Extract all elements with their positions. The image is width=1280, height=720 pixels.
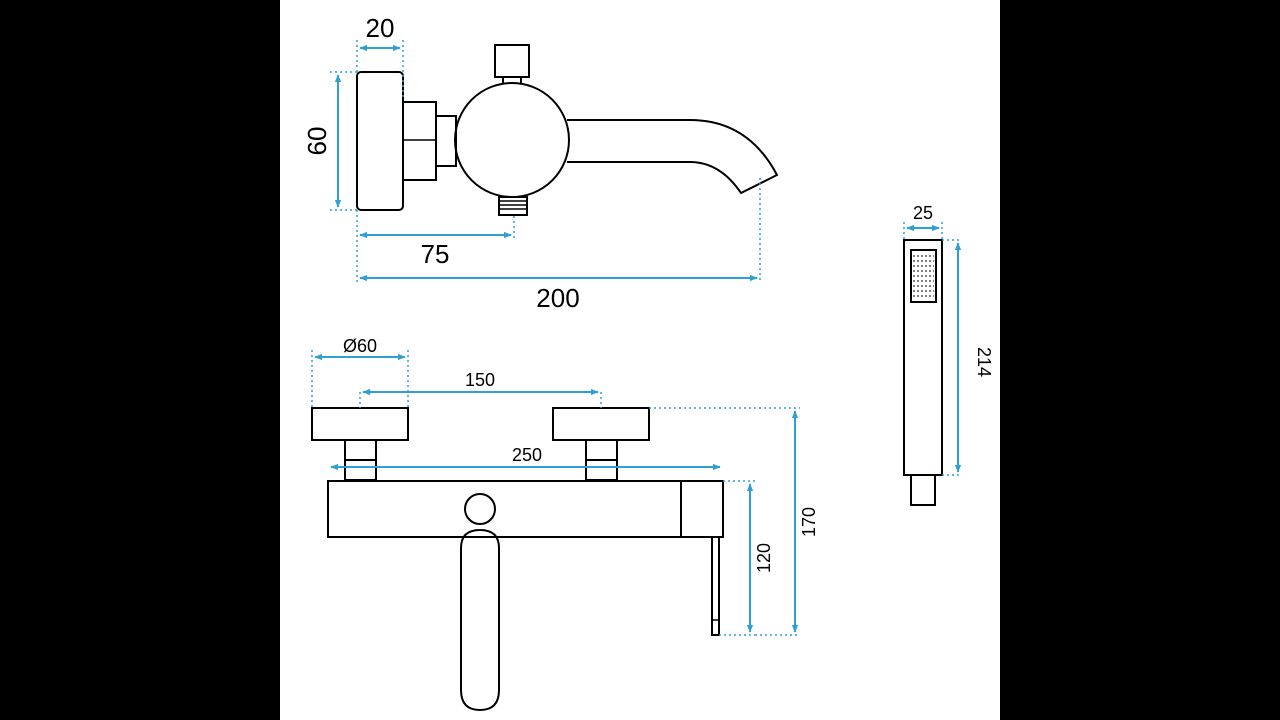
dim-label-body-length: 250 xyxy=(512,445,542,465)
dim-label-body-height: 120 xyxy=(754,543,774,573)
diverter-lever-tip xyxy=(711,619,720,636)
body-neck xyxy=(435,115,457,167)
front-view: Ø60 150 250 120 170 xyxy=(311,336,819,712)
dim-label-depth: 20 xyxy=(366,13,395,43)
right-knob xyxy=(552,407,650,441)
right-knob-stem-bottom xyxy=(585,459,618,481)
left-knob xyxy=(311,407,409,441)
spout xyxy=(567,119,779,195)
dim-label-shower-width: 25 xyxy=(913,203,933,223)
dim-label-knob-spacing: 150 xyxy=(465,370,495,390)
right-black-bar xyxy=(1000,0,1280,720)
front-outlet xyxy=(464,493,496,525)
top-cap xyxy=(494,44,530,78)
technical-drawing: 20 60 75 200 Ø60 xyxy=(302,13,994,712)
technical-drawing-canvas: 20 60 75 200 Ø60 xyxy=(280,0,1000,720)
dim-label-total-height: 170 xyxy=(799,507,819,537)
left-knob-stem-bottom xyxy=(344,459,377,481)
wall-plate xyxy=(356,71,404,211)
dim-label-knob-diameter: Ø60 xyxy=(343,336,377,356)
dim-label-shower-length: 214 xyxy=(974,347,994,377)
bottom-outlet-thread xyxy=(498,196,528,216)
dim-label-height: 60 xyxy=(302,127,332,156)
hand-shower-view: 25 214 xyxy=(903,203,994,506)
left-knob-stem-top xyxy=(344,439,377,461)
mixer-body-side xyxy=(454,82,570,198)
dim-label-total: 200 xyxy=(536,283,579,313)
mixer-bar xyxy=(327,480,724,538)
dim-label-outlet: 75 xyxy=(421,239,450,269)
hose-connector xyxy=(910,474,936,506)
shower-nozzle-grid xyxy=(913,255,934,297)
shower-head-face xyxy=(910,249,937,303)
wall-connector xyxy=(402,101,437,181)
side-view: 20 60 75 200 xyxy=(302,13,779,313)
left-black-bar xyxy=(0,0,280,720)
right-knob-stem-top xyxy=(585,439,618,461)
spout-front xyxy=(460,528,500,712)
